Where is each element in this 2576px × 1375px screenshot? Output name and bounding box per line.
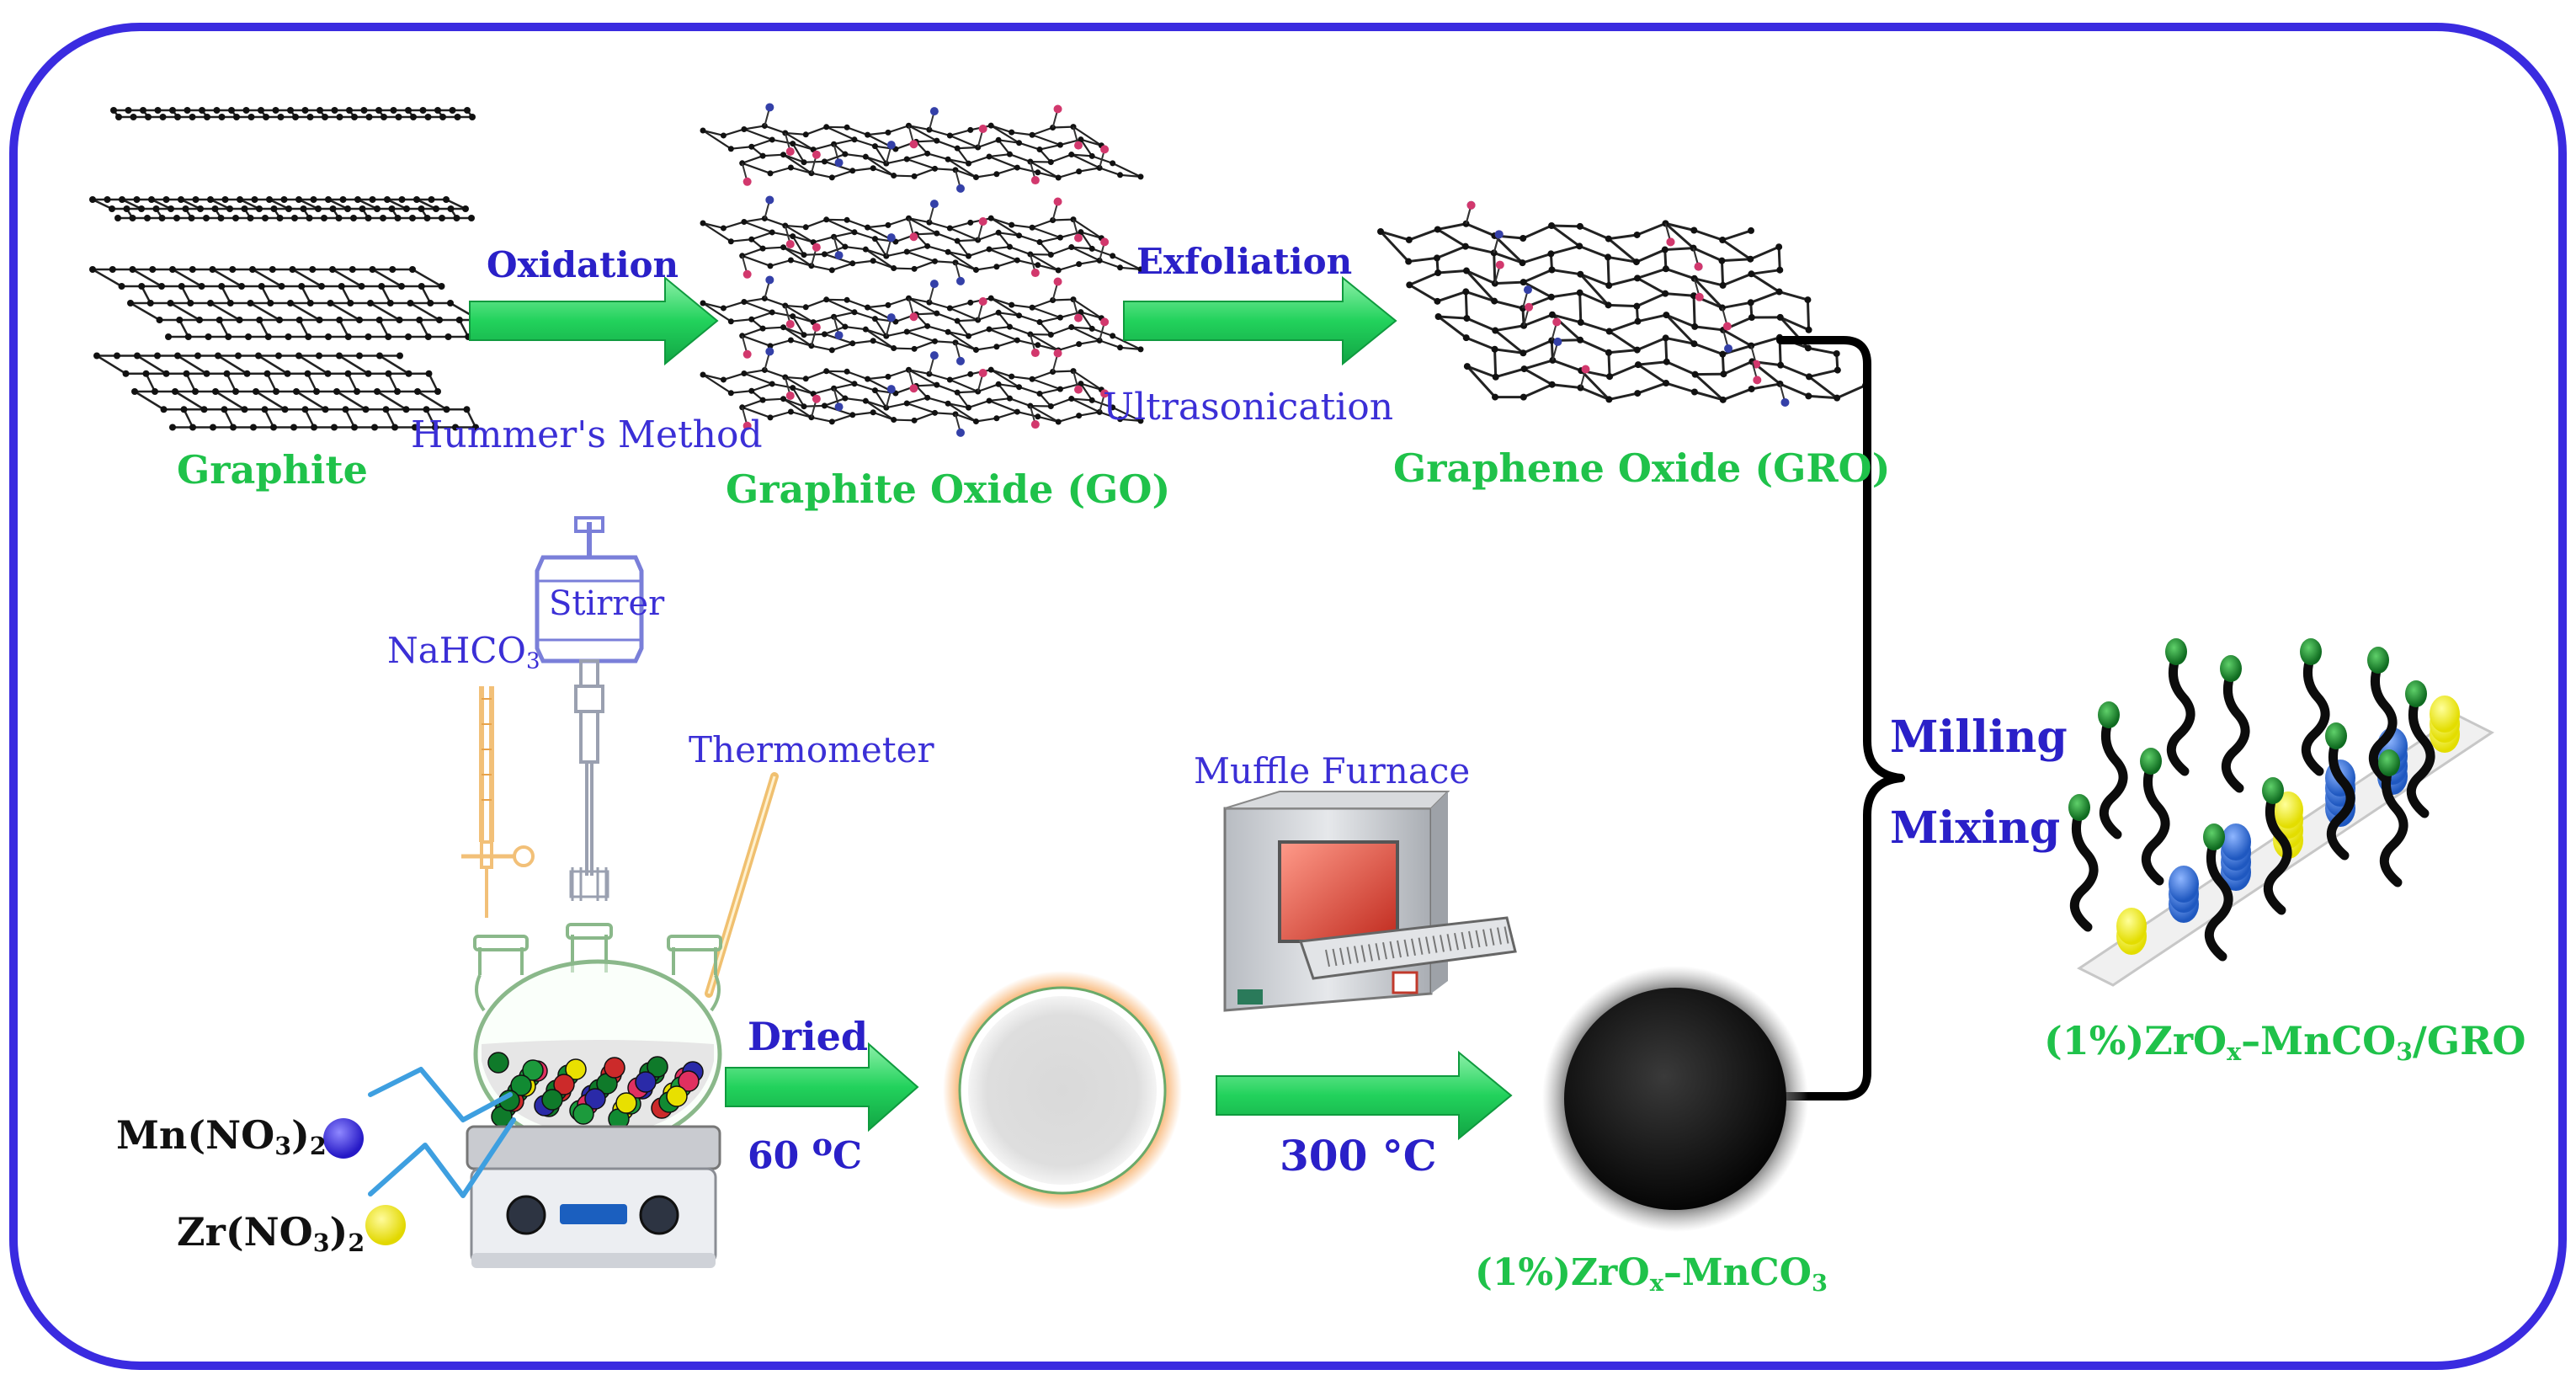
product-label: (1%)ZrOx–MnCO3/GRO	[2044, 1018, 2526, 1067]
composite-structure	[2068, 638, 2494, 987]
thermometer-label: Thermometer	[689, 729, 934, 770]
reaction-setup	[461, 516, 779, 1268]
dried-label: Dried	[748, 1014, 869, 1059]
calcination-arrow	[1216, 1050, 1513, 1141]
feed-lines	[368, 1067, 516, 1198]
ultrasonication-label: Ultrasonication	[1103, 386, 1394, 429]
dried-precursor-plate	[943, 971, 1182, 1210]
muffle-furnace-label: Muffle Furnace	[1194, 750, 1471, 791]
oxidation-arrow	[469, 275, 719, 366]
intermediate-label: (1%)ZrOx–MnCO3	[1475, 1251, 1828, 1297]
graphene-oxide-label: Graphene Oxide (GRO)	[1393, 445, 1891, 491]
mixing-label: Mixing	[1890, 802, 2061, 854]
muffle-furnace	[1223, 791, 1517, 1012]
graphite-oxide-label: Graphite Oxide (GO)	[726, 466, 1171, 512]
combine-bracket	[1776, 336, 1905, 1101]
calcined-disk	[1542, 966, 1808, 1232]
stirrer-label: Stirrer	[549, 584, 665, 623]
zr-nitrate-ball	[365, 1205, 406, 1245]
graphite-oxide-structure	[700, 103, 1144, 437]
graphene-oxide-structure	[1377, 200, 1869, 407]
zr-nitrate-label: Zr(NO3)2	[177, 1209, 365, 1258]
drying-temperature-label: 60 oC	[748, 1127, 863, 1178]
graphite-structure	[89, 107, 492, 431]
exfoliation-arrow	[1123, 275, 1397, 366]
mn-nitrate-ball	[323, 1118, 364, 1159]
outer-frame	[9, 23, 2567, 1370]
hummers-method-label: Hummer's Method	[411, 413, 763, 456]
dried-arrow	[725, 1042, 919, 1133]
milling-label: Milling	[1890, 711, 2068, 763]
nahco3-label: NaHCO3	[387, 630, 540, 674]
calcination-temperature-label: 300 °C	[1280, 1131, 1437, 1180]
exfoliation-label: Exfoliation	[1136, 241, 1353, 282]
graphite-label: Graphite	[177, 447, 368, 493]
mn-nitrate-label: Mn(NO3)2	[116, 1112, 327, 1161]
oxidation-label: Oxidation	[487, 244, 679, 285]
